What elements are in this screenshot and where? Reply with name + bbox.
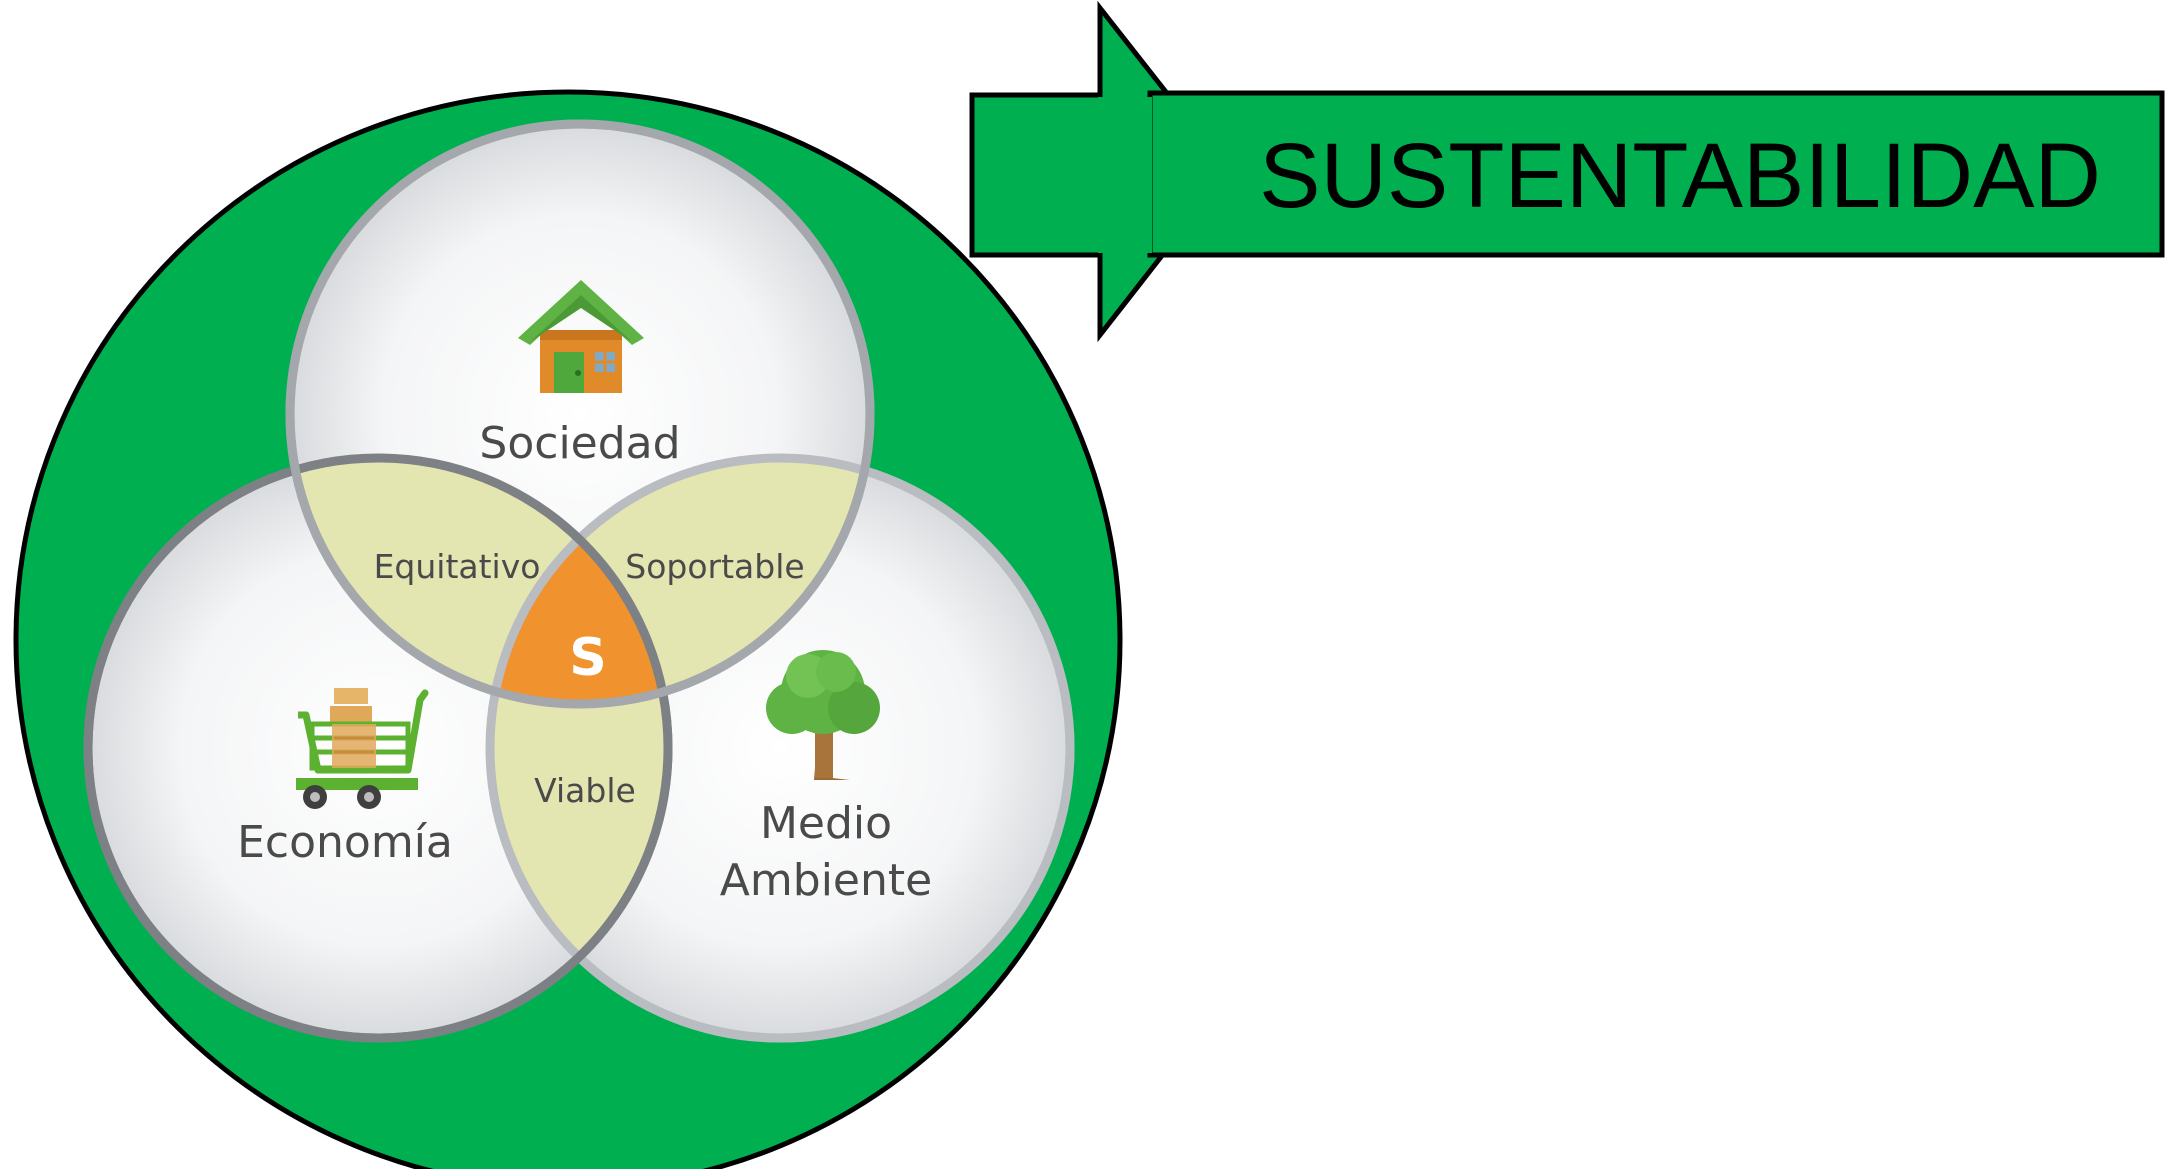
overlap-equitativo [290, 458, 668, 704]
viable-label: Viable [534, 771, 636, 810]
sociedad-label: Sociedad [479, 418, 680, 469]
medio-ambiente-label-line2: Ambiente [720, 855, 932, 906]
tree-icon [766, 650, 880, 780]
arrow-join [1098, 97, 1152, 253]
center-s-label: S [569, 628, 606, 688]
shopping-cart-icon [296, 688, 429, 809]
soportable-label: Soportable [625, 547, 804, 586]
sustainability-title: SUSTENTABILIDAD [1259, 125, 2101, 227]
house-icon [518, 280, 644, 393]
overlap-soportable [490, 458, 870, 704]
economia-label: Economía [237, 817, 453, 868]
medio-ambiente-label-line1: Medio [760, 798, 892, 849]
sustainability-banner [1147, 90, 2165, 258]
equitativo-label: Equitativo [374, 547, 541, 586]
